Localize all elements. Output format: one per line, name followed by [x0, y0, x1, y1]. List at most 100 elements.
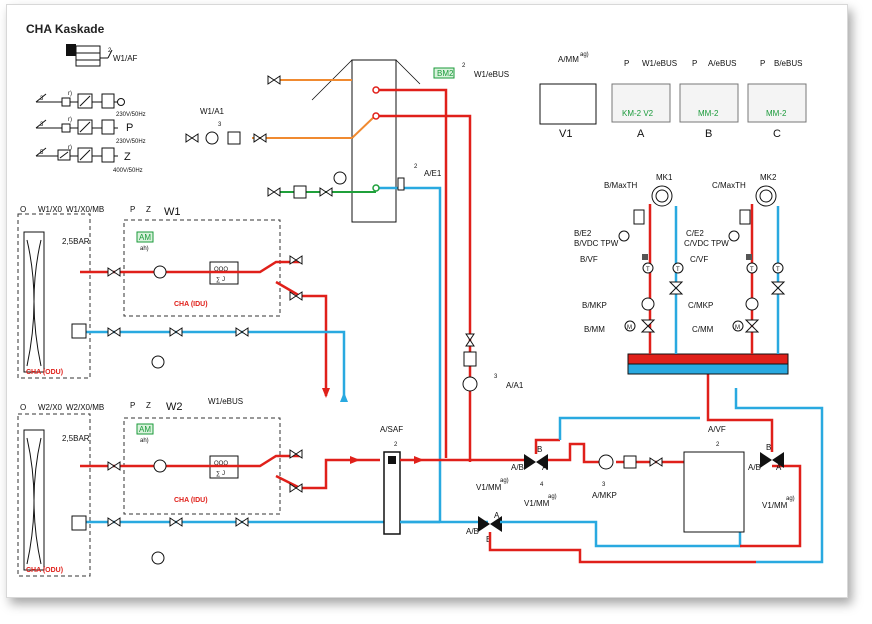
- tank-return-blue: [376, 186, 442, 522]
- cha-odu-label-2: CHA (ODU): [26, 567, 63, 574]
- svg-text:3: 3: [218, 122, 222, 128]
- svg-text:OOO: OOO: [214, 267, 228, 273]
- cmm-label: C/MM: [692, 325, 714, 334]
- cha-idu-label-2: CHA (IDU): [174, 497, 208, 504]
- w1x0-label: W1/X0: [38, 205, 63, 214]
- cha-idu-label-1: CHA (IDU): [174, 301, 208, 308]
- cha-odu-label-1: CHA (ODU): [26, 369, 63, 376]
- voltage-400: 400V/50Hz: [113, 168, 143, 174]
- svg-text:O: O: [20, 205, 26, 214]
- svg-text:KM-2 V2: KM-2 V2: [622, 109, 654, 118]
- aebus-label: A/eBUS: [708, 59, 736, 68]
- w2x0mb-label: W2/X0/MB: [66, 403, 104, 412]
- supply-red-1: [80, 260, 300, 274]
- bvf-label: B/VF: [580, 255, 598, 264]
- svg-text:r): r): [68, 117, 72, 123]
- mixing-valve-3: [760, 452, 784, 468]
- svg-text:3: 3: [40, 122, 44, 128]
- svg-text:B: B: [705, 128, 712, 140]
- bmkp-label: B/MKP: [582, 301, 607, 310]
- amkp-label: A/MKP: [592, 491, 617, 500]
- v1-module: [539, 83, 597, 125]
- p-symbol: P: [126, 122, 133, 134]
- w1ebus-top-label: W1/eBUS: [474, 70, 509, 79]
- svg-text:T: T: [750, 267, 754, 273]
- svg-text:OOO: OOO: [214, 461, 228, 467]
- mk1-label: MK1: [656, 173, 673, 182]
- odu-box-1: [17, 213, 91, 379]
- mm2-module-c: MM-2: [747, 83, 807, 123]
- w1x0mb-label: W1/X0/MB: [66, 205, 104, 214]
- cvf-label: C/VF: [690, 255, 708, 264]
- w1a1-label: W1/A1: [200, 107, 225, 116]
- svg-text:A: A: [637, 128, 645, 140]
- z-symbol: Z: [124, 151, 131, 163]
- cvdc-label: C/VDC TPW: [684, 239, 729, 248]
- return-blue-1: [80, 330, 346, 396]
- svg-text:C: C: [773, 128, 781, 140]
- mixing-valve-1: [524, 454, 548, 470]
- w1-label: W1: [164, 206, 181, 218]
- svg-text:P: P: [130, 401, 135, 410]
- w2-label: W2: [166, 401, 183, 413]
- cmaxth-label: C/MaxTH: [712, 181, 746, 190]
- am-label-1: AM: [139, 233, 151, 242]
- svg-text:Z: Z: [146, 401, 151, 410]
- km2-module: KM-2 V2: [611, 83, 671, 123]
- svg-text:3: 3: [602, 482, 606, 488]
- bvdc-label: B/VDC TPW: [574, 239, 619, 248]
- voltage-230-2: 230V/50Hz: [116, 139, 146, 145]
- svg-text:ag): ag): [500, 478, 509, 484]
- bar-label-1: 2,5BAR: [62, 237, 90, 246]
- mixing-valve-2: [478, 516, 502, 532]
- odu-box-2: [17, 413, 91, 577]
- svg-text:ah): ah): [140, 438, 149, 444]
- svg-text:∑ J: ∑ J: [216, 471, 225, 477]
- bm2-label: BM2: [437, 69, 454, 78]
- storage-tank: [351, 59, 397, 223]
- ce2-label: C/E2: [686, 229, 704, 238]
- distributor-red: [627, 353, 789, 365]
- bar-label-2: 2,5BAR: [62, 434, 90, 443]
- w1ebus-mid-label: W1/eBUS: [208, 397, 243, 406]
- be2-label: B/E2: [574, 229, 592, 238]
- svg-text:T: T: [776, 267, 780, 273]
- svg-text:4: 4: [540, 482, 544, 488]
- svg-text:3: 3: [494, 374, 498, 380]
- tank-supply-red-2: [376, 114, 472, 462]
- bm2-module: [433, 67, 455, 79]
- svg-text:P: P: [624, 59, 629, 68]
- idu-box-1: [123, 219, 281, 317]
- distributor-blue: [627, 363, 789, 375]
- svg-text:MM-2: MM-2: [766, 109, 787, 118]
- svg-text:B: B: [537, 445, 542, 454]
- svg-text:A/B: A/B: [748, 463, 761, 472]
- v1-label: V1: [559, 128, 572, 140]
- v1mm-label-1: V1/MM: [524, 499, 550, 508]
- bebus-label: B/eBUS: [774, 59, 802, 68]
- am-label-2: AM: [139, 425, 151, 434]
- svg-text:ag): ag): [580, 52, 589, 58]
- svg-text:M: M: [735, 325, 740, 331]
- tank-valves: [185, 75, 347, 199]
- mk2-label: MK2: [760, 173, 777, 182]
- tank-supply-red: [376, 88, 448, 458]
- bmaxth-label: B/MaxTH: [604, 181, 638, 190]
- diagram-title: CHA Kaskade: [26, 22, 105, 36]
- svg-text:r): r): [68, 91, 72, 97]
- buffer-tank: [683, 451, 745, 533]
- ae1-label: A/E1: [424, 169, 442, 178]
- w1af-label: W1/AF: [113, 54, 138, 63]
- svg-text:B: B: [486, 535, 491, 544]
- svg-text:2: 2: [394, 442, 398, 448]
- w2x0-label: W2/X0: [38, 403, 63, 412]
- svg-text:A: A: [494, 511, 500, 520]
- svg-text:P: P: [130, 205, 135, 214]
- w1ebus-a-label: W1/eBUS: [642, 59, 677, 68]
- svg-text:T: T: [646, 267, 650, 273]
- svg-text:2: 2: [716, 442, 720, 448]
- svg-text:O: O: [20, 403, 26, 412]
- voltage-230-1: 230V/50Hz: [116, 112, 146, 118]
- svg-text:MM-2: MM-2: [698, 109, 719, 118]
- svg-text:A: A: [776, 463, 782, 472]
